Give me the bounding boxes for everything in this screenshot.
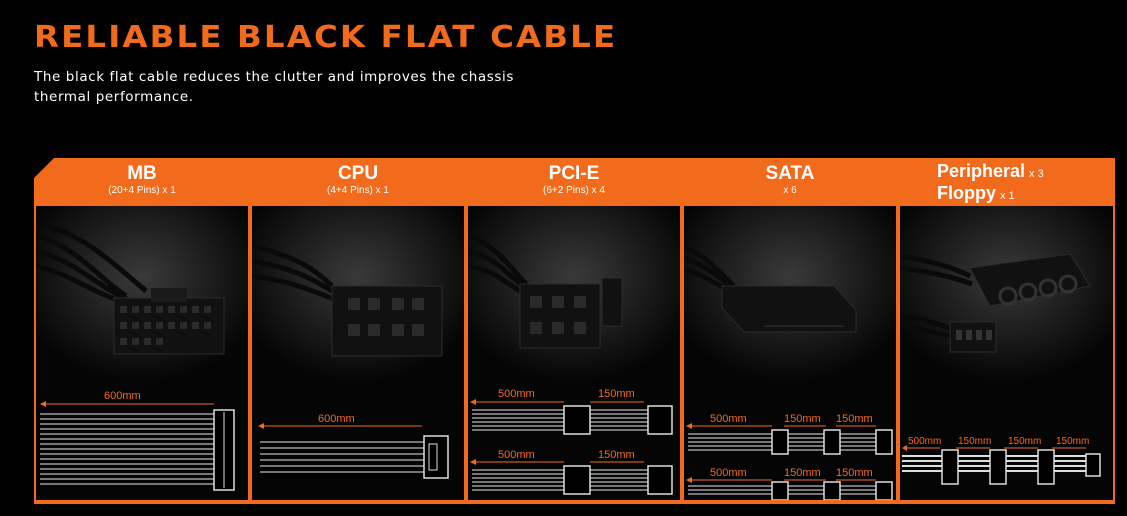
peripheral-length-2: 150mm bbox=[958, 436, 991, 447]
pcie-plug-icon bbox=[563, 405, 591, 435]
pcie-plug-icon bbox=[647, 405, 673, 435]
molex-plug-icon bbox=[941, 449, 959, 485]
molex-plug-icon bbox=[989, 449, 1007, 485]
cpu-cable-diagram: 600mm bbox=[258, 413, 449, 479]
header-mb: MB (20+4 Pins) x 1 bbox=[34, 158, 250, 206]
cpu-connector-icon bbox=[331, 285, 443, 357]
molex-plug-icon bbox=[1037, 449, 1055, 485]
header-pcie: PCI-E (6+2 Pins) x 4 bbox=[466, 158, 682, 206]
cpu-plug-icon bbox=[423, 435, 449, 479]
sata-plug-icon bbox=[771, 481, 789, 500]
sata-plug-icon bbox=[771, 429, 789, 455]
sata-connector-icon bbox=[721, 285, 857, 333]
sata-length-2: 150mm bbox=[784, 413, 821, 425]
cell-cpu: 600mm bbox=[252, 206, 464, 500]
peripheral-length-1: 500mm bbox=[908, 436, 941, 447]
cell-pcie: 500mm 150mm 500mm 150mm bbox=[468, 206, 680, 500]
header-cpu-sub: (4+4 Pins) x 1 bbox=[327, 185, 389, 196]
page-subtitle: The black flat cable reduces the clutter… bbox=[34, 69, 514, 105]
floppy-plug-icon bbox=[1085, 453, 1101, 477]
pcie-connector-icon bbox=[519, 283, 601, 349]
header-peripheral-name: Peripheral bbox=[937, 161, 1026, 181]
sata-length-5: 150mm bbox=[784, 467, 821, 479]
sata-plug-icon bbox=[823, 429, 841, 455]
header-cpu-name: CPU bbox=[337, 163, 379, 184]
sata-cable-diagram: 500mm 150mm 150mm 500mm 150mm 150mm bbox=[686, 413, 893, 500]
cell-peripheral: 500mm 150mm 150mm 150mm bbox=[900, 206, 1113, 500]
sata-plug-icon bbox=[875, 481, 893, 500]
header-mb-sub: (20+4 Pins) x 1 bbox=[108, 185, 176, 196]
header-cpu: CPU (4+4 Pins) x 1 bbox=[250, 158, 466, 206]
pcie-length-3: 500mm bbox=[498, 449, 535, 461]
pcie-connector-image bbox=[468, 206, 680, 382]
header-floppy-name: Floppy bbox=[937, 183, 996, 203]
header-pcie-name: PCI-E bbox=[548, 163, 600, 184]
pcie-plug-icon bbox=[563, 465, 591, 495]
mb-cable-diagram: 600mm bbox=[40, 390, 235, 491]
sata-length-1: 500mm bbox=[710, 413, 747, 425]
page-title: RELIABLE BLACK FLAT CABLE bbox=[34, 20, 618, 55]
peripheral-length-3: 150mm bbox=[1008, 436, 1041, 447]
header-sata-name: SATA bbox=[765, 163, 815, 184]
cpu-length-label: 600mm bbox=[318, 413, 355, 425]
peripheral-connector-image bbox=[900, 206, 1113, 382]
header-peripheral-mult: x 3 bbox=[1029, 168, 1044, 180]
sata-length-3: 150mm bbox=[836, 413, 873, 425]
header-sata: SATA x 6 bbox=[682, 158, 898, 206]
mb-length-label: 600mm bbox=[104, 390, 141, 402]
peripheral-length-4: 150mm bbox=[1056, 436, 1089, 447]
pcie-length-4: 150mm bbox=[598, 449, 635, 461]
peripheral-cable-diagram: 500mm 150mm 150mm 150mm bbox=[902, 436, 1101, 485]
sata-plug-icon bbox=[823, 481, 841, 500]
pcie-cable-diagram: 500mm 150mm 500mm 150mm bbox=[470, 388, 673, 495]
header-floppy-mult: x 1 bbox=[1000, 190, 1015, 202]
header-sata-sub: x 6 bbox=[783, 185, 797, 196]
cell-sata: 500mm 150mm 150mm 500mm 150mm 150mm bbox=[684, 206, 896, 500]
header-mb-name: MB bbox=[127, 163, 157, 184]
pcie-length-2: 150mm bbox=[598, 388, 635, 400]
header-pcie-sub: (6+2 Pins) x 4 bbox=[543, 185, 605, 196]
sata-length-6: 150mm bbox=[836, 467, 873, 479]
cpu-connector-image bbox=[252, 206, 464, 382]
sata-length-4: 500mm bbox=[710, 467, 747, 479]
sata-connector-image bbox=[684, 206, 896, 382]
pcie-plug-icon bbox=[647, 465, 673, 495]
mb-connector-image bbox=[36, 206, 248, 382]
sata-plug-icon bbox=[875, 429, 893, 455]
cell-mb: 600mm bbox=[36, 206, 248, 500]
cable-panel: MB (20+4 Pins) x 1 CPU (4+4 Pins) x 1 PC… bbox=[34, 158, 1115, 504]
pcie-length-1: 500mm bbox=[498, 388, 535, 400]
